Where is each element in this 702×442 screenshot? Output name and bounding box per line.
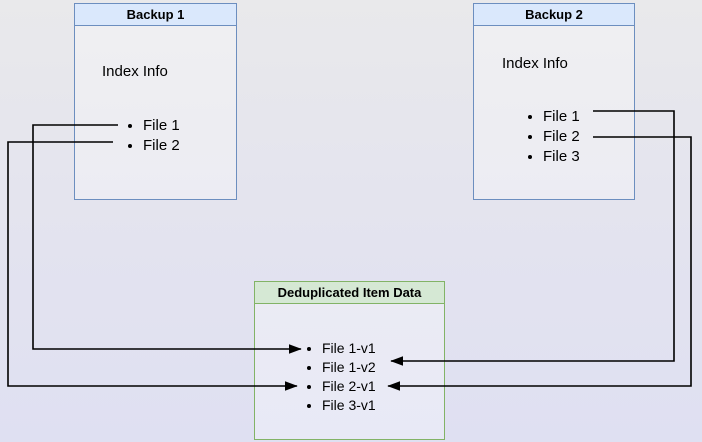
backup1-file-item: File 1 (143, 116, 236, 136)
backup2-file-item: File 1 (543, 107, 634, 127)
backup1-box: Backup 1 Index Info File 1 File 2 (74, 3, 237, 200)
dedup-item: File 1-v2 (322, 358, 444, 377)
backup2-file-item: File 3 (543, 147, 634, 167)
backup1-file-item: File 2 (143, 136, 236, 156)
dedup-item: File 2-v1 (322, 377, 444, 396)
dedup-item: File 1-v1 (322, 339, 444, 358)
backup2-index-info-label: Index Info (502, 55, 568, 72)
backup1-index-info-label: Index Info (102, 63, 168, 80)
backup2-title: Backup 2 (474, 4, 634, 26)
deduplicated-item-data-title: Deduplicated Item Data (255, 282, 444, 304)
backup2-box: Backup 2 Index Info File 1 File 2 File 3 (473, 3, 635, 200)
backup1-file-list: File 1 File 2 (75, 116, 236, 156)
backup1-title: Backup 1 (75, 4, 236, 26)
dedup-item: File 3-v1 (322, 396, 444, 415)
backup2-file-item: File 2 (543, 127, 634, 147)
backup2-file-list: File 1 File 2 File 3 (474, 107, 634, 167)
deduplicated-item-data-box: Deduplicated Item Data File 1-v1 File 1-… (254, 281, 445, 440)
dedup-item-list: File 1-v1 File 1-v2 File 2-v1 File 3-v1 (255, 339, 444, 415)
